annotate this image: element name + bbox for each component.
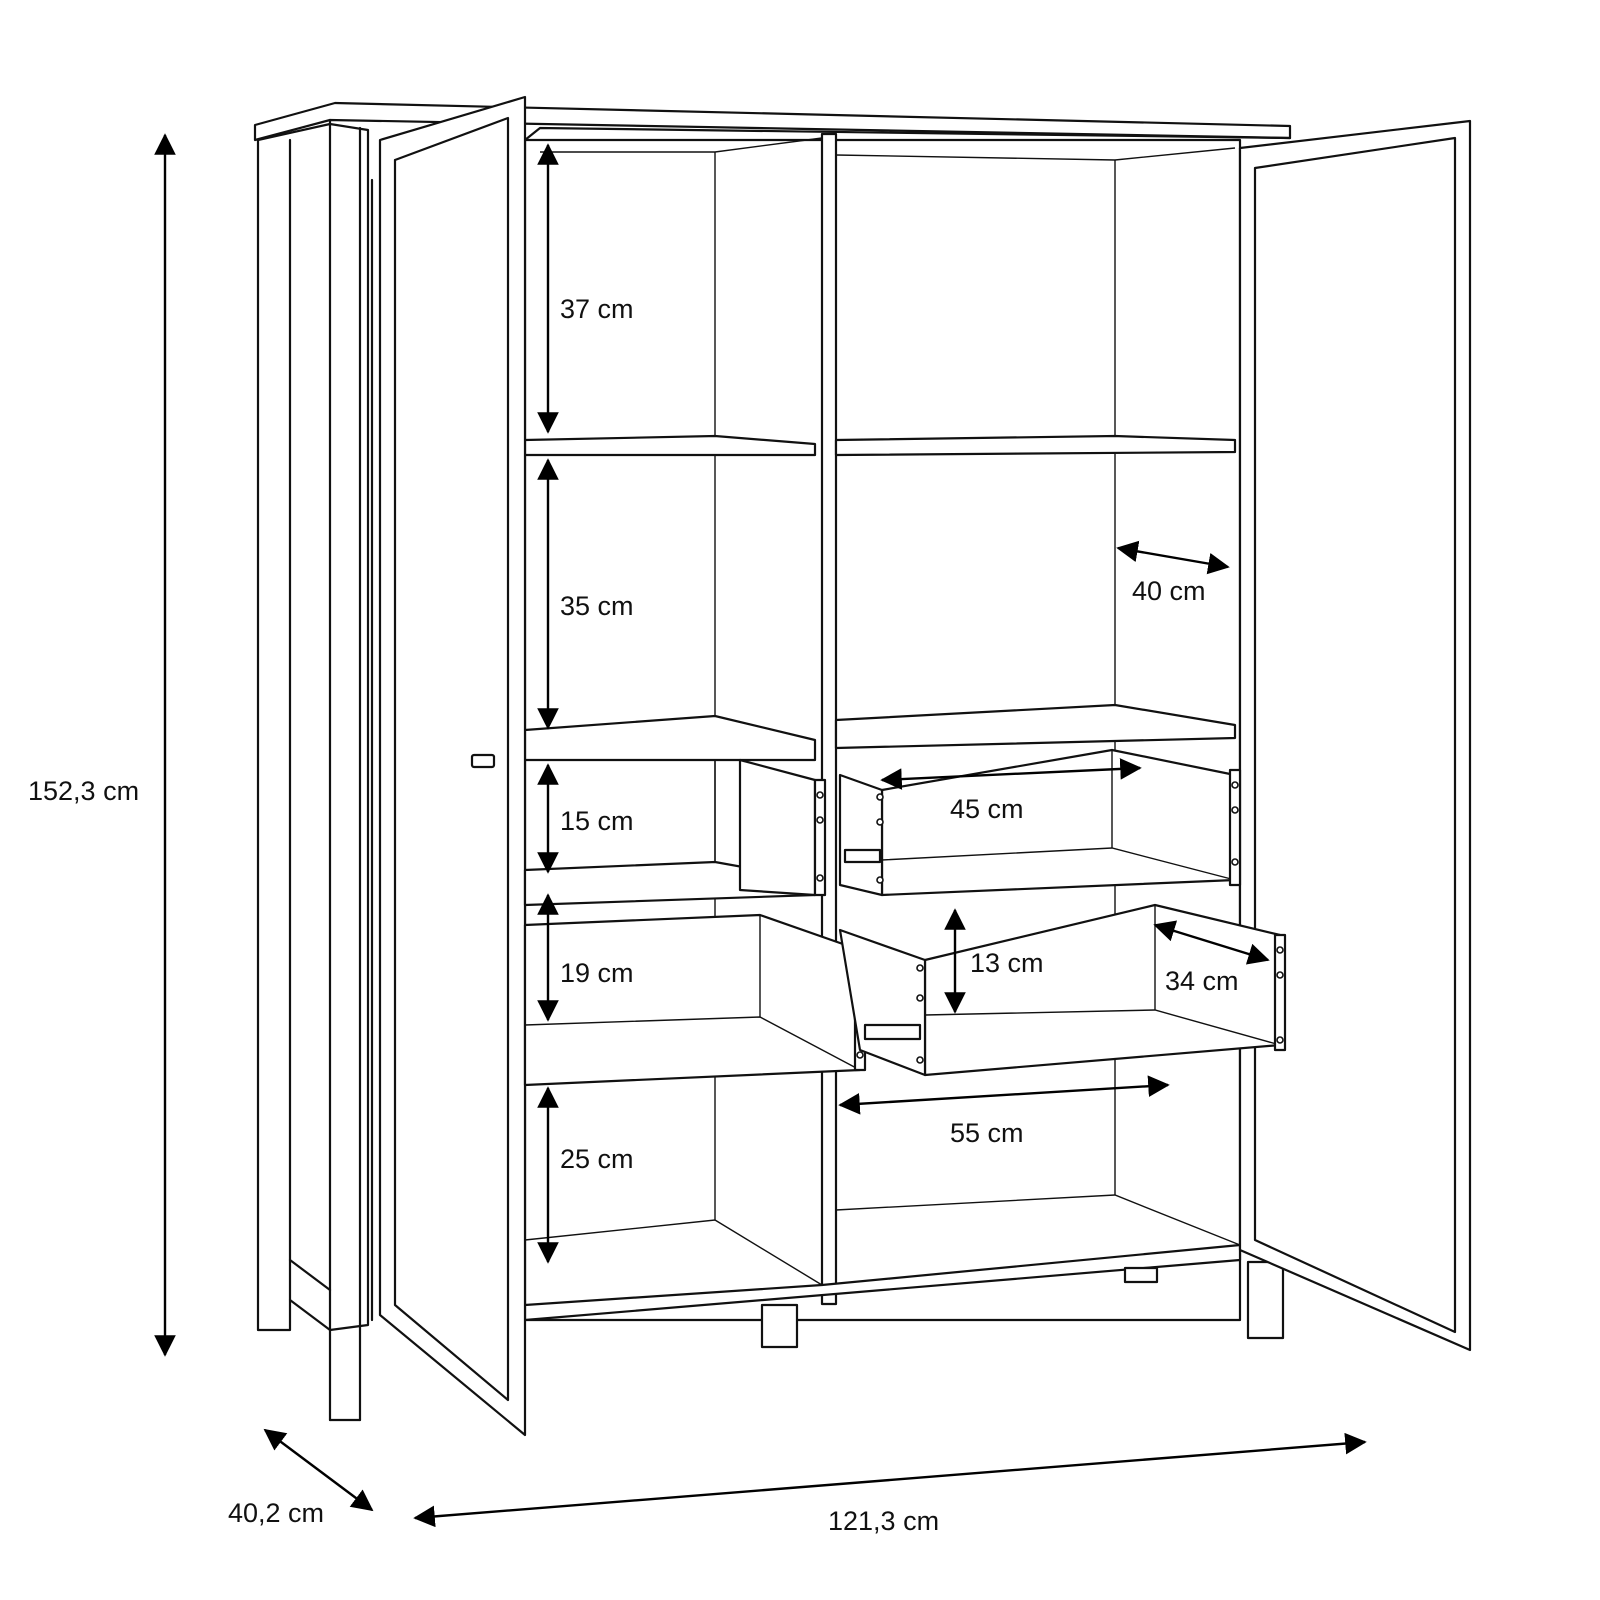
drawer-width-arrow xyxy=(880,758,1142,790)
label-shelf-top: 37 cm xyxy=(560,294,634,324)
leg-front-left xyxy=(760,1303,799,1349)
compartment-width-arrow xyxy=(838,1075,1170,1115)
left-side-panel xyxy=(256,122,370,1332)
label-drawer-top-left: 15 cm xyxy=(560,806,634,836)
cabinet-drawing xyxy=(253,95,1472,1437)
label-drawer-depth: 34 cm xyxy=(1165,966,1239,996)
width-total-arrow xyxy=(413,1432,1367,1528)
leg-back-right xyxy=(1123,1266,1159,1284)
shelf-right-1 xyxy=(834,434,1237,457)
label-drawer-bottom-left: 19 cm xyxy=(560,958,634,988)
label-depth-total: 40,2 cm xyxy=(228,1498,324,1528)
right-door xyxy=(1238,119,1472,1352)
dimension-labels: 152,3 cm 40,2 cm 121,3 cm 37 cm 35 cm 15… xyxy=(28,294,1239,1536)
leg-front-right xyxy=(1246,1260,1285,1340)
left-door xyxy=(378,95,527,1437)
dimension-lines xyxy=(154,133,1367,1528)
shelf-depth-arrow xyxy=(1116,540,1230,575)
label-shelf-depth: 40 cm xyxy=(1132,576,1206,606)
label-height-total: 152,3 cm xyxy=(28,776,139,806)
label-compartment-width: 55 cm xyxy=(950,1118,1024,1148)
label-drawer-height: 13 cm xyxy=(970,948,1044,978)
label-compartment-bottom-left: 25 cm xyxy=(560,1144,634,1174)
label-drawer-width: 45 cm xyxy=(950,794,1024,824)
depth-total-arrow xyxy=(263,1428,374,1512)
drawer-depth-arrow xyxy=(1153,920,1270,965)
drawer-bottom-left xyxy=(523,913,867,1087)
label-width-total: 121,3 cm xyxy=(828,1506,939,1536)
left-door-handle xyxy=(470,753,496,769)
center-divider xyxy=(820,132,838,1306)
label-shelf-middle: 35 cm xyxy=(560,591,634,621)
drawer-top-left xyxy=(523,758,827,907)
shelf-right-2 xyxy=(834,703,1237,750)
